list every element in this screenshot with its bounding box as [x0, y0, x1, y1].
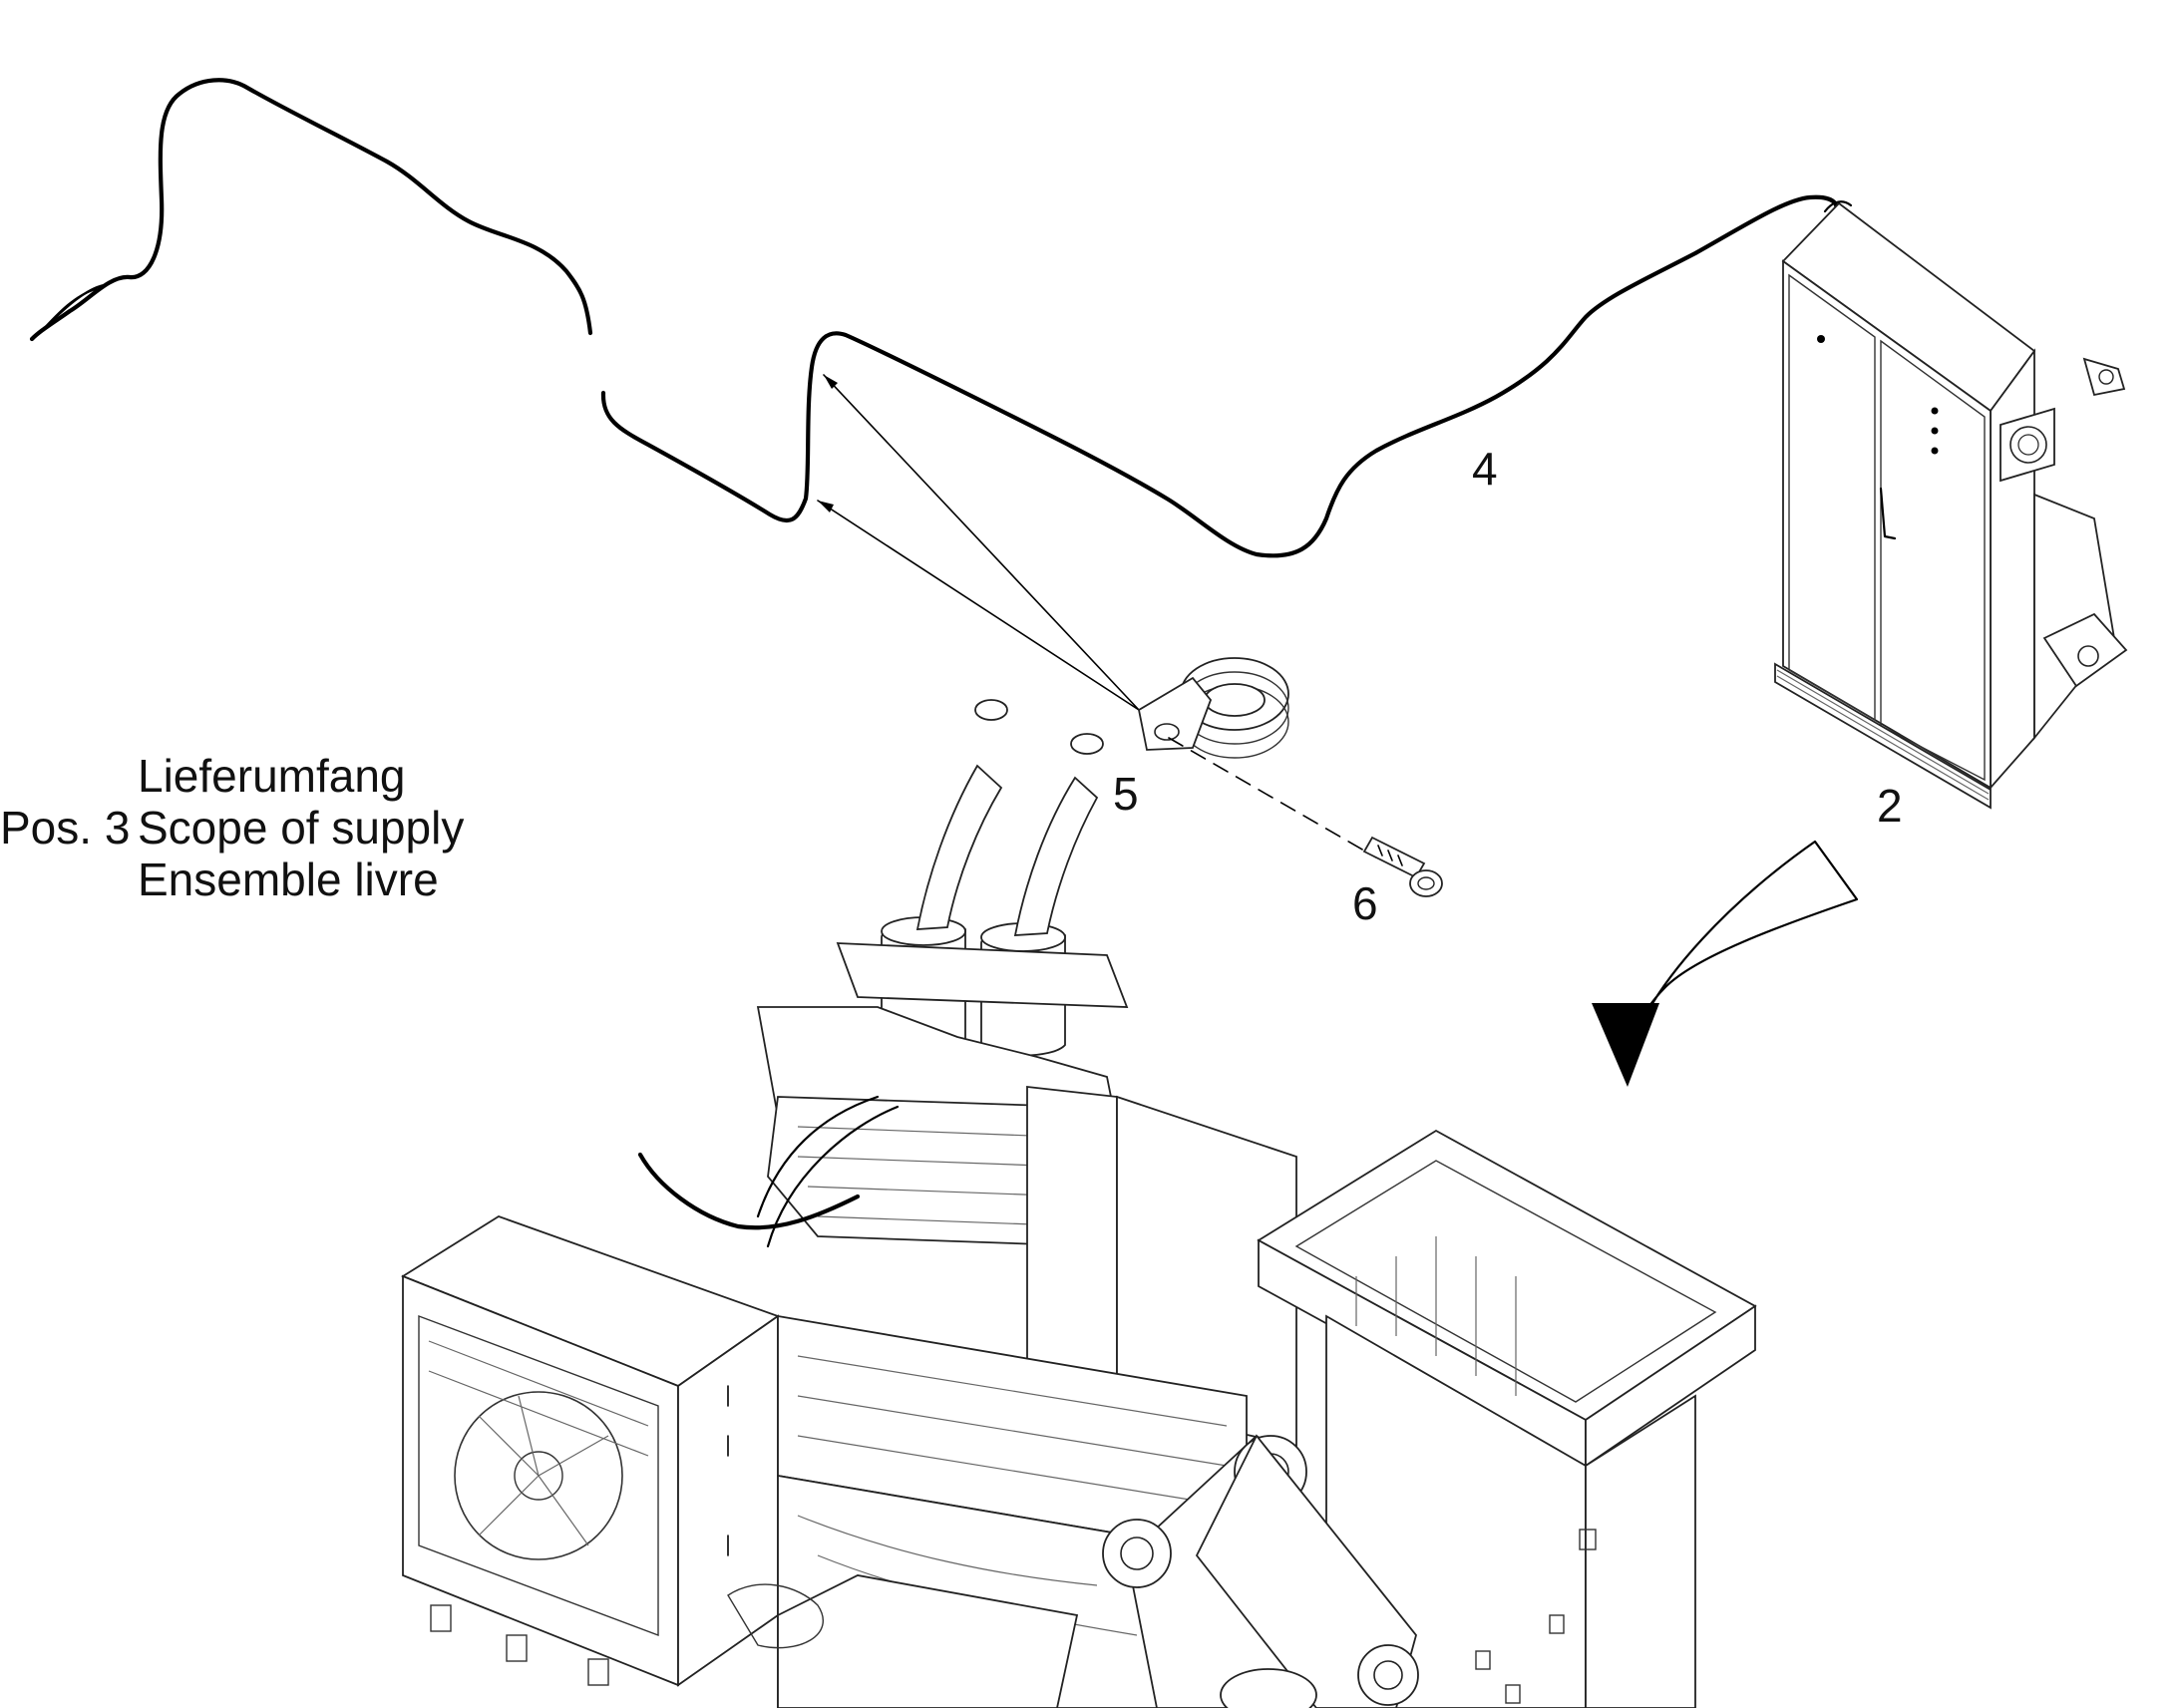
leader-lines: [817, 374, 1140, 711]
callout-5: 5: [1113, 768, 1139, 820]
cable-clamp-5: [1137, 657, 1377, 858]
control-cabinet-2: [1774, 200, 2128, 810]
callout-2: 2: [1877, 780, 1903, 832]
supply-line-de: Lieferumfang: [138, 750, 406, 802]
screw-6: [1362, 836, 1443, 897]
supply-line-fr: Ensemble livre: [138, 854, 439, 905]
callout-6: 6: [1352, 877, 1378, 929]
air-filters: [836, 699, 1129, 1057]
articulation-arms: [1102, 1434, 1419, 1708]
machine-frame: [401, 699, 1757, 1708]
radiator-housing: [401, 1215, 780, 1687]
callout-labels: 4 5 6 2: [1113, 443, 1903, 929]
supply-position: Pos. 3: [0, 802, 130, 854]
supply-line-en: Scope of supply: [138, 802, 464, 854]
supply-note: Lieferumfang Pos. 3 Scope of supply Ense…: [0, 750, 464, 905]
callout-4: 4: [1472, 443, 1498, 495]
mounting-arrow: [1592, 840, 1859, 1087]
cable-harness-4: [29, 78, 1839, 558]
